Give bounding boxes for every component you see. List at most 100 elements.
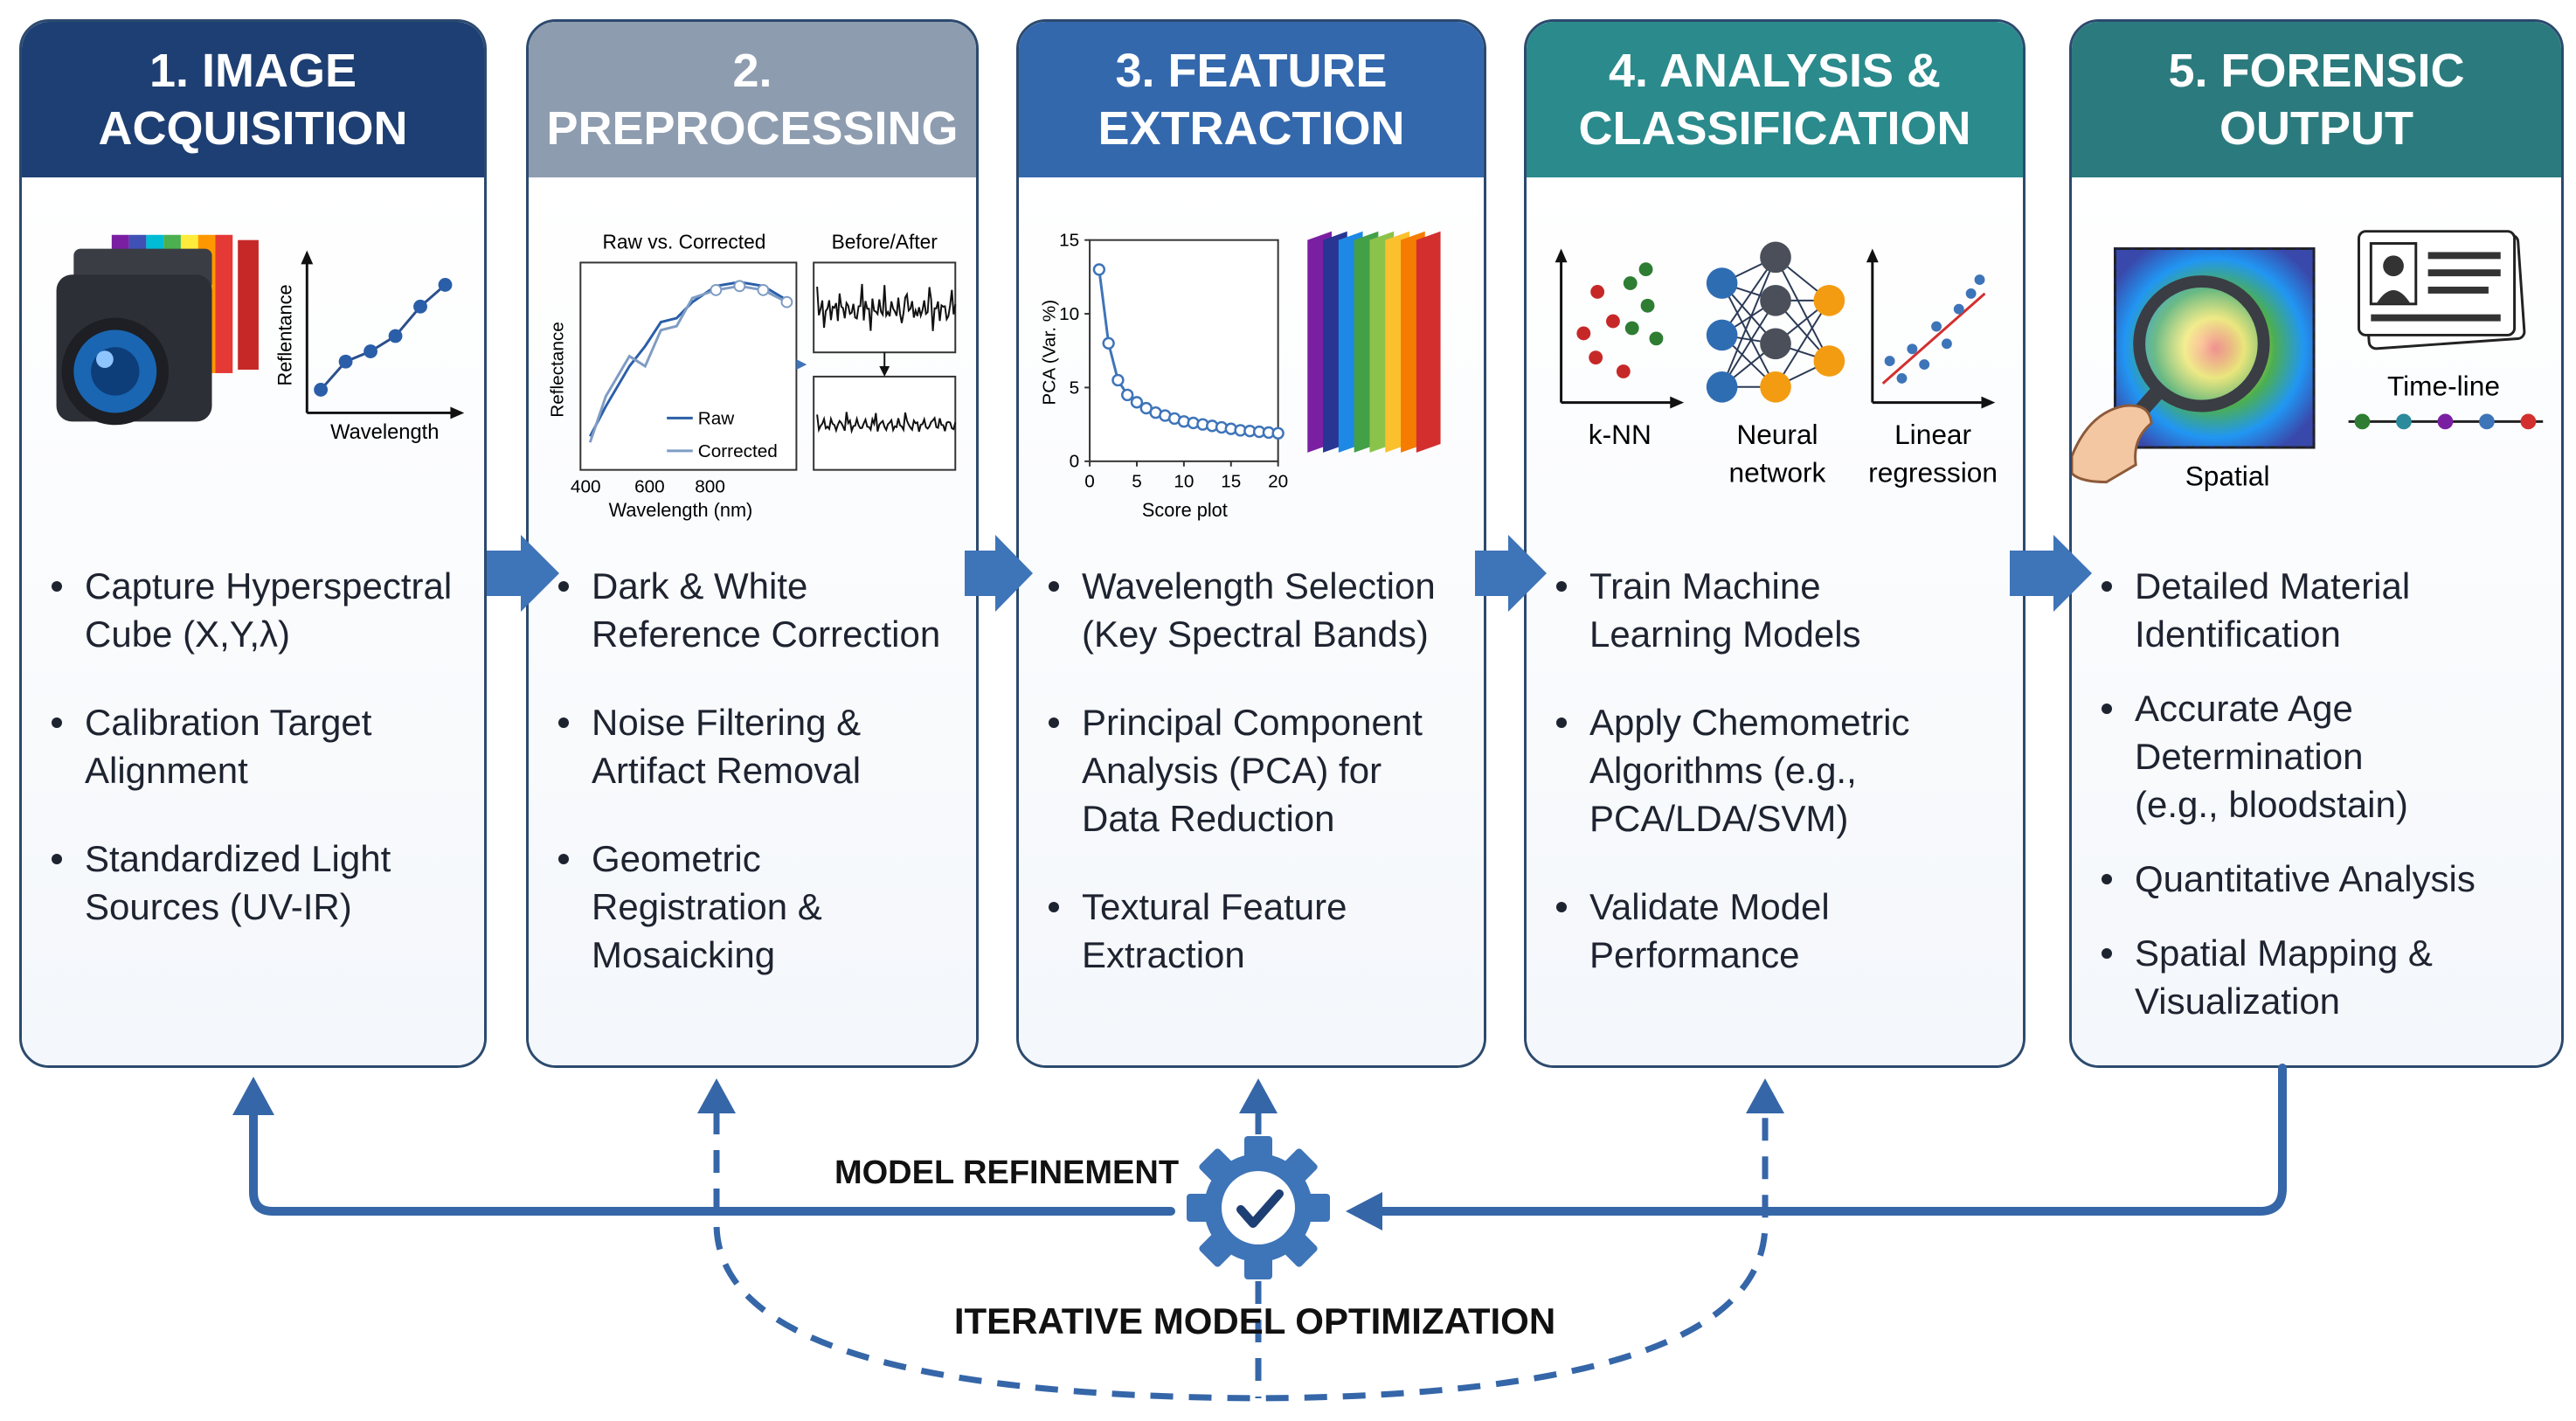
bullet-line: (Key Spectral Bands): [1082, 613, 1429, 655]
before-after-plot: Before/After: [796, 231, 957, 471]
up-arrow-icon: [232, 1077, 274, 1115]
panel-header: 2. PREPROCESSING: [529, 22, 976, 177]
acquisition-illustration: Reflentance Wavelength: [56, 234, 465, 444]
panel-title-line: 3. FEATURE: [1115, 45, 1388, 97]
spectral-bands-icon: [1307, 231, 1441, 453]
series-line: [588, 281, 788, 437]
panel-body: Raw vs. Corrected Reflectance 400 600 80…: [529, 177, 976, 1065]
hyperspectral-camera-icon: [56, 234, 259, 426]
timeline-label: Time-line: [2387, 371, 2500, 402]
tick-label: 20: [1268, 471, 1288, 491]
bullet-line: Algorithms (e.g.,: [1589, 750, 1857, 791]
forensic-output-illustration: Spatial Time-line: [2072, 230, 2544, 492]
legend-label: Raw: [698, 408, 736, 428]
bullet-line: PCA/LDA/SVM): [1589, 798, 1849, 839]
panel-title-line: 5. FORENSIC: [2168, 45, 2465, 97]
bullet-line: Geometric: [592, 838, 761, 879]
tick-label: 10: [1059, 304, 1079, 324]
model-label: network: [1729, 457, 1826, 489]
data-point: [733, 280, 746, 293]
gear-check-icon: [1187, 1136, 1330, 1279]
tick-label: 400: [571, 476, 601, 496]
tick-label: 0: [1070, 452, 1080, 472]
bullet-line: Alignment: [85, 750, 248, 791]
bullet-line: Wavelength Selection: [1082, 565, 1436, 607]
up-arrow-icon: [1746, 1078, 1784, 1113]
data-point: [338, 354, 353, 369]
panel-body: Reflentance Wavelength Capture Hyperspec…: [22, 177, 484, 1065]
bullet-line: Capture Hyperspectral: [85, 565, 453, 607]
left-arrow-icon: [1346, 1192, 1382, 1230]
tick-label: 10: [1174, 471, 1194, 491]
bullet-line: Accurate Age: [2135, 688, 2353, 729]
model-label: k-NN: [1589, 419, 1652, 450]
data-point: [1121, 388, 1134, 402]
bullet-line: Visualization: [2135, 981, 2341, 1022]
plot-ylabel: Reflectance: [548, 322, 568, 418]
down-arrow-icon: [879, 366, 890, 377]
spectrum-line: [314, 278, 453, 397]
model-label: Linear: [1894, 419, 1971, 450]
noisy-signal: [816, 283, 957, 331]
bullet-line: Registration &: [592, 886, 822, 927]
bullet-line: Standardized Light: [85, 838, 391, 879]
bullet-line: Reference Correction: [592, 613, 941, 655]
panel-header: 1. IMAGE ACQUISITION: [22, 22, 484, 177]
panel-title-line: 4. ANALYSIS &: [1608, 45, 1942, 97]
model-label: Neural: [1736, 419, 1818, 450]
panel-body: Spatial Time-line: [2072, 177, 2561, 1065]
panel-header: 5. FORENSIC OUTPUT: [2072, 22, 2561, 177]
bullet-line: Sources (UV-IR): [85, 886, 352, 927]
series-line: [320, 283, 447, 391]
panel-analysis-classification: 4. ANALYSIS & CLASSIFICATION k-NN: [1524, 19, 2025, 1068]
data-point: [1111, 373, 1125, 387]
raw-vs-corrected-plot: Raw vs. Corrected Reflectance 400 600 80…: [548, 231, 798, 521]
hand-icon: [2072, 404, 2153, 484]
plot-ylabel: Reflentance: [274, 284, 296, 385]
bullet-line: Calibration Target: [85, 702, 372, 743]
pca-points: [1092, 263, 1285, 440]
tick-label: 0: [1084, 471, 1095, 491]
spectrum-plot: Reflentance Wavelength: [274, 250, 465, 444]
bullet-line: Determination: [2135, 736, 2364, 777]
plot-title: Raw vs. Corrected: [602, 231, 765, 253]
bullet-line: Detailed Material: [2135, 565, 2411, 607]
panel-header: 4. ANALYSIS & CLASSIFICATION: [1527, 22, 2023, 177]
feedback-loop: [249, 1064, 2287, 1216]
right-arrow-icon: [796, 359, 807, 370]
plot-xlabel: Wavelength: [330, 421, 439, 444]
data-point: [1092, 263, 1106, 276]
spatial-label: Spatial: [2185, 461, 2270, 492]
bullet-line: Extraction: [1082, 934, 1245, 975]
panel-title-line: EXTRACTION: [1098, 102, 1405, 155]
bullet-line: Data Reduction: [1082, 798, 1335, 839]
bullet-item: Quantitative Analysis: [2093, 855, 2547, 903]
plot-title: Before/After: [832, 231, 938, 253]
bullet-item: Spatial Mapping &Visualization: [2093, 929, 2547, 1025]
bullet-line: Identification: [2135, 613, 2341, 655]
spectrum-lines: [588, 280, 793, 443]
panel-title-line: 2. PREPROCESSING: [546, 45, 959, 155]
tick-label: 800: [695, 476, 725, 496]
data-point: [710, 283, 723, 296]
neural-network-icon: [1706, 241, 1845, 403]
bullet-line: Analysis (PCA) for: [1082, 750, 1382, 791]
id-card-icon: [2357, 230, 2526, 350]
bullet-line: Performance: [1589, 934, 1800, 975]
tick-label: 5: [1070, 378, 1080, 398]
iterative-optimization-label: ITERATIVE MODEL OPTIMIZATION: [954, 1300, 1555, 1341]
bullet-line: Principal Component: [1082, 702, 1423, 743]
up-arrow-icon: [697, 1078, 736, 1113]
